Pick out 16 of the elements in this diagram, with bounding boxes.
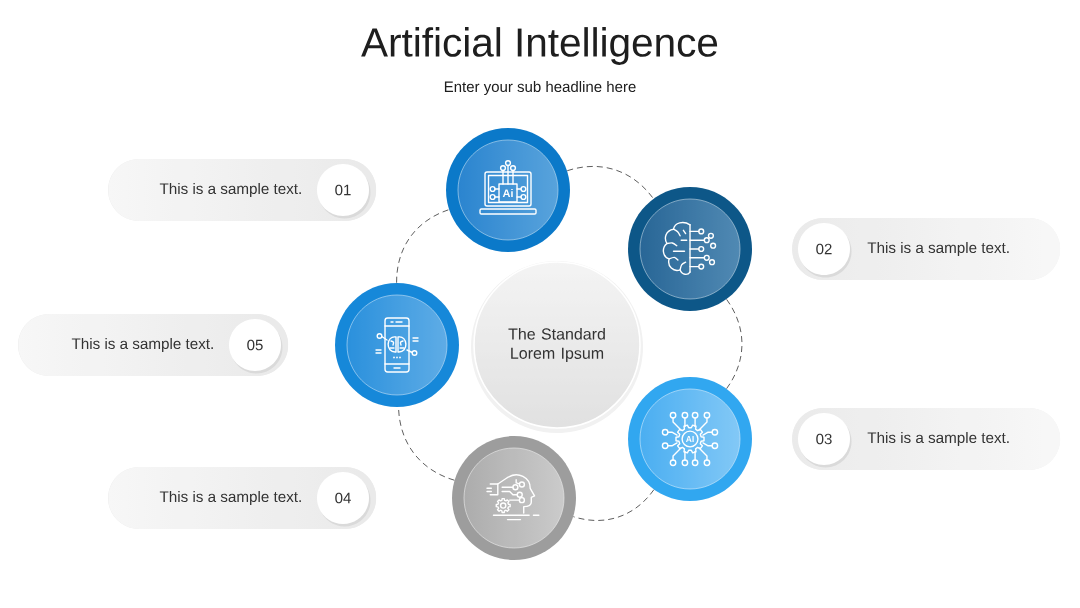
number-badge: 03 [798,413,852,468]
dashed-arc [726,298,743,390]
icon-circle [335,283,459,407]
icon-circle [628,187,752,311]
number-badge: 05 [229,319,283,374]
dashed-arc [566,166,654,200]
icon-circle [446,128,570,252]
title: Artificial Intelligence [361,27,718,65]
number-badge: 01 [317,164,371,219]
subtitle: Enter your sub headline here [444,81,636,95]
number-badge: 04 [317,472,371,527]
dashed-arc [572,489,655,521]
icon-circle [452,436,576,560]
dashed-arc [396,209,450,284]
icon-circle [628,377,752,501]
number-badge: 02 [798,223,852,278]
